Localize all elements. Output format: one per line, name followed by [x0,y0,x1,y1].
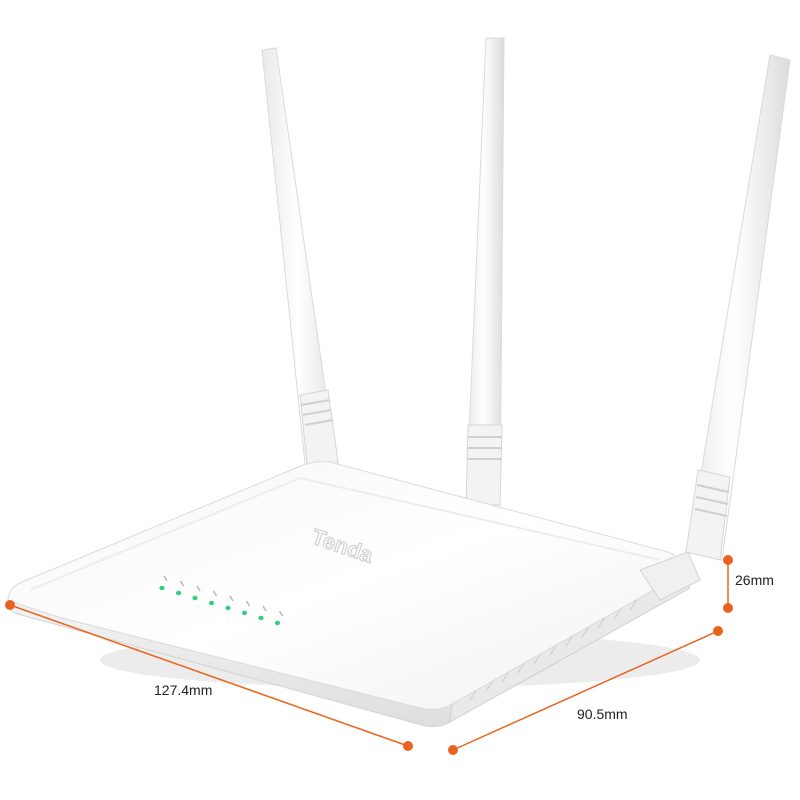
led-indicator [274,620,281,626]
led-indicator [159,585,165,591]
dimension-depth [448,626,723,755]
led-indicator [225,605,231,611]
led-glyph-icon [262,605,267,612]
width-label: 127.4mm [154,682,213,698]
led-indicator [208,600,215,606]
antenna-right [685,54,791,561]
depth-label: 90.5mm [577,706,628,722]
led-glyph-icon [229,595,234,602]
led-glyph-icon [163,575,168,582]
led-indicator [175,590,182,596]
dimension-width [5,600,413,751]
led-indicator [258,615,264,621]
led-glyph-icon [196,585,201,592]
dimension-height [723,555,733,613]
height-label: 26mm [735,572,774,588]
antenna-middle [465,37,505,506]
led-indicator-row [159,575,284,626]
led-indicator [192,595,198,601]
router-body [7,461,701,728]
led-glyph-icon [278,610,284,617]
led-glyph-icon [179,580,185,587]
led-indicator [241,610,248,616]
antenna-left [261,47,345,513]
led-glyph-icon [212,590,218,597]
led-glyph-icon [245,600,251,607]
